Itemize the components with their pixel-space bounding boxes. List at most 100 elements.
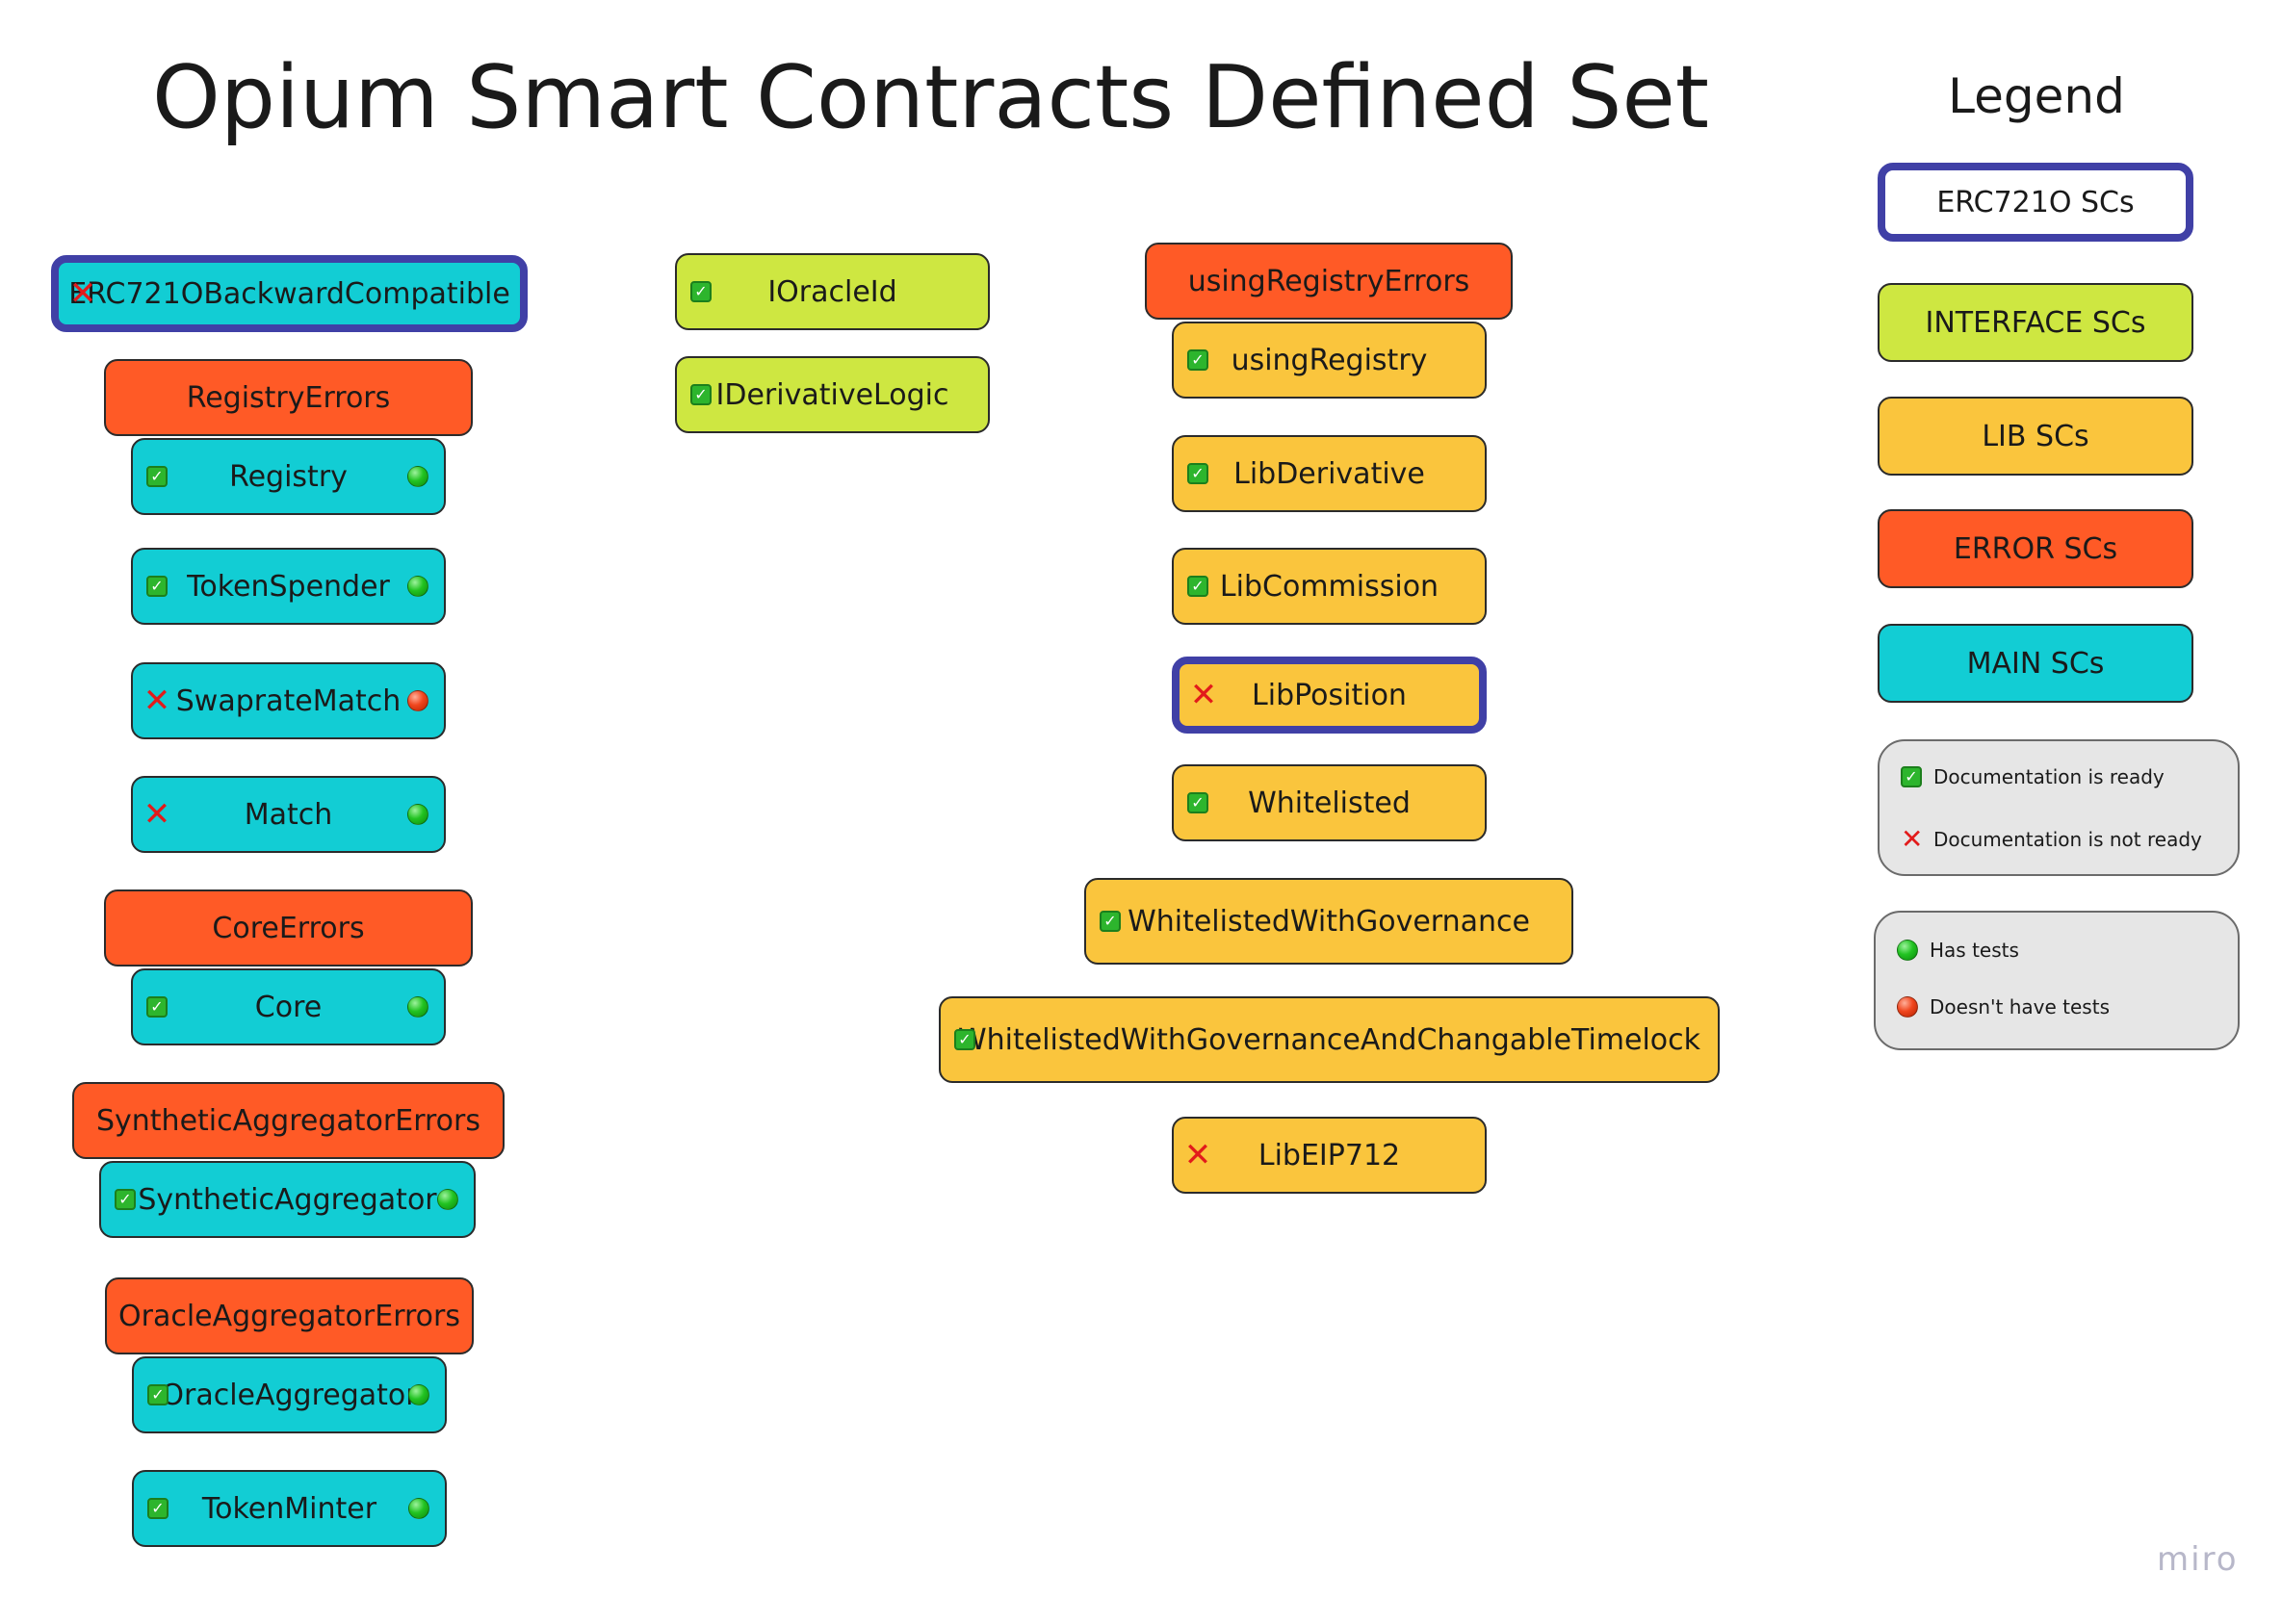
- green-circle-icon: [1897, 940, 1918, 961]
- legend-label: ERROR SCs: [1953, 531, 2118, 566]
- doc-not-ready-icon: ✕: [1183, 1136, 1212, 1174]
- legend-lib: LIB SCs: [1878, 397, 2193, 476]
- checkbox-checked-icon: ✓: [147, 1498, 169, 1519]
- legend-doc-ready-label: Documentation is ready: [1933, 765, 2165, 788]
- green-circle-icon: [407, 804, 428, 825]
- legend-has-tests-label: Has tests: [1930, 939, 2019, 962]
- checkbox-checked-icon: ✓: [954, 1029, 975, 1050]
- node-label: TokenSpender: [187, 569, 390, 604]
- doc-not-ready-icon: ✕: [1189, 676, 1218, 714]
- node-label: LibDerivative: [1233, 456, 1425, 491]
- node-registry[interactable]: ✓ Registry: [131, 438, 446, 515]
- doc-not-ready-icon: ✕: [1901, 823, 1924, 855]
- green-circle-icon: [407, 996, 428, 1018]
- legend-doc-not-ready: ✕ Documentation is not ready: [1901, 825, 2202, 854]
- checkbox-checked-icon: ✓: [1187, 463, 1208, 484]
- node-whitelisted-with-governance[interactable]: ✓ WhitelistedWithGovernance: [1084, 878, 1573, 965]
- green-circle-icon: [408, 1384, 429, 1405]
- diagram-title: Opium Smart Contracts Defined Set: [152, 47, 1710, 148]
- legend-documentation-box: ✓ Documentation is ready ✕ Documentation…: [1878, 739, 2240, 876]
- checkbox-checked-icon: ✓: [1187, 349, 1208, 371]
- checkbox-checked-icon: ✓: [146, 576, 168, 597]
- legend-title: Legend: [1948, 68, 2125, 124]
- checkbox-checked-icon: ✓: [115, 1189, 136, 1210]
- node-using-registry-errors[interactable]: usingRegistryErrors: [1145, 243, 1513, 320]
- node-label: IOracleId: [767, 274, 897, 309]
- node-label: Match: [244, 797, 333, 832]
- node-oracle-aggregator-errors[interactable]: OracleAggregatorErrors: [105, 1277, 474, 1354]
- node-label: OracleAggregator: [161, 1378, 418, 1412]
- legend-error: ERROR SCs: [1878, 509, 2193, 588]
- legend-main: MAIN SCs: [1878, 624, 2193, 703]
- node-label: SyntheticAggregatorErrors: [95, 1103, 480, 1138]
- node-label: usingRegistry: [1231, 343, 1428, 377]
- node-label: WhitelistedWithGovernance: [1128, 904, 1530, 939]
- legend-erc721o: ERC721O SCs: [1878, 163, 2193, 242]
- green-circle-icon: [407, 576, 428, 597]
- node-label: usingRegistryErrors: [1187, 264, 1470, 298]
- red-circle-icon: [1897, 996, 1918, 1018]
- node-label: SwaprateMatch: [175, 683, 402, 718]
- legend-no-tests-label: Doesn't have tests: [1930, 995, 2110, 1018]
- node-lib-eip712[interactable]: ✕ LibEIP712: [1172, 1117, 1487, 1194]
- doc-not-ready-icon: ✕: [68, 274, 97, 313]
- node-lib-derivative[interactable]: ✓ LibDerivative: [1172, 435, 1487, 512]
- legend-tests-box: Has tests Doesn't have tests: [1874, 911, 2240, 1050]
- node-synthetic-aggregator[interactable]: ✓ SyntheticAggregator: [99, 1161, 476, 1238]
- node-label: LibPosition: [1252, 678, 1407, 712]
- checkbox-checked-icon: ✓: [1187, 576, 1208, 597]
- node-label: TokenMinter: [201, 1491, 377, 1526]
- node-label: IDerivativeLogic: [715, 377, 949, 412]
- checkbox-checked-icon: ✓: [1100, 911, 1121, 932]
- node-label: CoreErrors: [212, 911, 365, 945]
- node-label: ERC721OBackwardCompatible: [68, 276, 510, 311]
- node-whitelisted-with-governance-and-changable-timelock[interactable]: ✓ WhitelistedWithGovernanceAndChangableT…: [939, 996, 1720, 1083]
- node-lib-position[interactable]: ✕ LibPosition: [1172, 657, 1487, 734]
- node-label: SyntheticAggregator: [138, 1182, 437, 1217]
- node-using-registry[interactable]: ✓ usingRegistry: [1172, 322, 1487, 399]
- node-erc721o-backward-compatible[interactable]: ✕ ERC721OBackwardCompatible: [51, 255, 528, 332]
- doc-not-ready-icon: ✕: [143, 682, 171, 720]
- legend-label: LIB SCs: [1982, 419, 2089, 453]
- node-label: RegistryErrors: [186, 380, 391, 415]
- node-label: Whitelisted: [1248, 786, 1411, 820]
- node-core[interactable]: ✓ Core: [131, 968, 446, 1045]
- node-swaprate-match[interactable]: ✕ SwaprateMatch: [131, 662, 446, 739]
- doc-not-ready-icon: ✕: [143, 795, 171, 834]
- node-label: LibEIP712: [1258, 1138, 1401, 1173]
- node-token-minter[interactable]: ✓ TokenMinter: [132, 1470, 447, 1547]
- node-label: Core: [254, 990, 323, 1024]
- checkbox-checked-icon: ✓: [1901, 766, 1922, 787]
- legend-doc-not-ready-label: Documentation is not ready: [1933, 828, 2202, 851]
- node-lib-commission[interactable]: ✓ LibCommission: [1172, 548, 1487, 625]
- green-circle-icon: [407, 466, 428, 487]
- node-label: LibCommission: [1219, 569, 1439, 604]
- checkbox-checked-icon: ✓: [690, 384, 712, 405]
- node-registry-errors[interactable]: RegistryErrors: [104, 359, 473, 436]
- legend-interface: INTERFACE SCs: [1878, 283, 2193, 362]
- legend-label: MAIN SCs: [1966, 646, 2105, 681]
- checkbox-checked-icon: ✓: [146, 466, 168, 487]
- node-label: OracleAggregatorErrors: [118, 1299, 460, 1333]
- node-match[interactable]: ✕ Match: [131, 776, 446, 853]
- legend-label: INTERFACE SCs: [1925, 305, 2146, 340]
- node-label: Registry: [229, 459, 348, 494]
- node-synthetic-aggregator-errors[interactable]: SyntheticAggregatorErrors: [72, 1082, 505, 1159]
- green-circle-icon: [437, 1189, 458, 1210]
- checkbox-checked-icon: ✓: [1187, 792, 1208, 813]
- node-oracle-aggregator[interactable]: ✓ OracleAggregator: [132, 1356, 447, 1433]
- node-token-spender[interactable]: ✓ TokenSpender: [131, 548, 446, 625]
- legend-no-tests: Doesn't have tests: [1897, 992, 2110, 1021]
- checkbox-checked-icon: ✓: [146, 996, 168, 1018]
- checkbox-checked-icon: ✓: [147, 1384, 169, 1405]
- node-i-derivative-logic[interactable]: ✓ IDerivativeLogic: [675, 356, 990, 433]
- node-whitelisted[interactable]: ✓ Whitelisted: [1172, 764, 1487, 841]
- node-core-errors[interactable]: CoreErrors: [104, 889, 473, 967]
- red-circle-icon: [407, 690, 428, 711]
- legend-doc-ready: ✓ Documentation is ready: [1901, 762, 2165, 791]
- checkbox-checked-icon: ✓: [690, 281, 712, 302]
- node-i-oracle-id[interactable]: ✓ IOracleId: [675, 253, 990, 330]
- green-circle-icon: [408, 1498, 429, 1519]
- node-label: WhitelistedWithGovernanceAndChangableTim…: [957, 1022, 1701, 1057]
- miro-watermark: miro: [2157, 1540, 2239, 1579]
